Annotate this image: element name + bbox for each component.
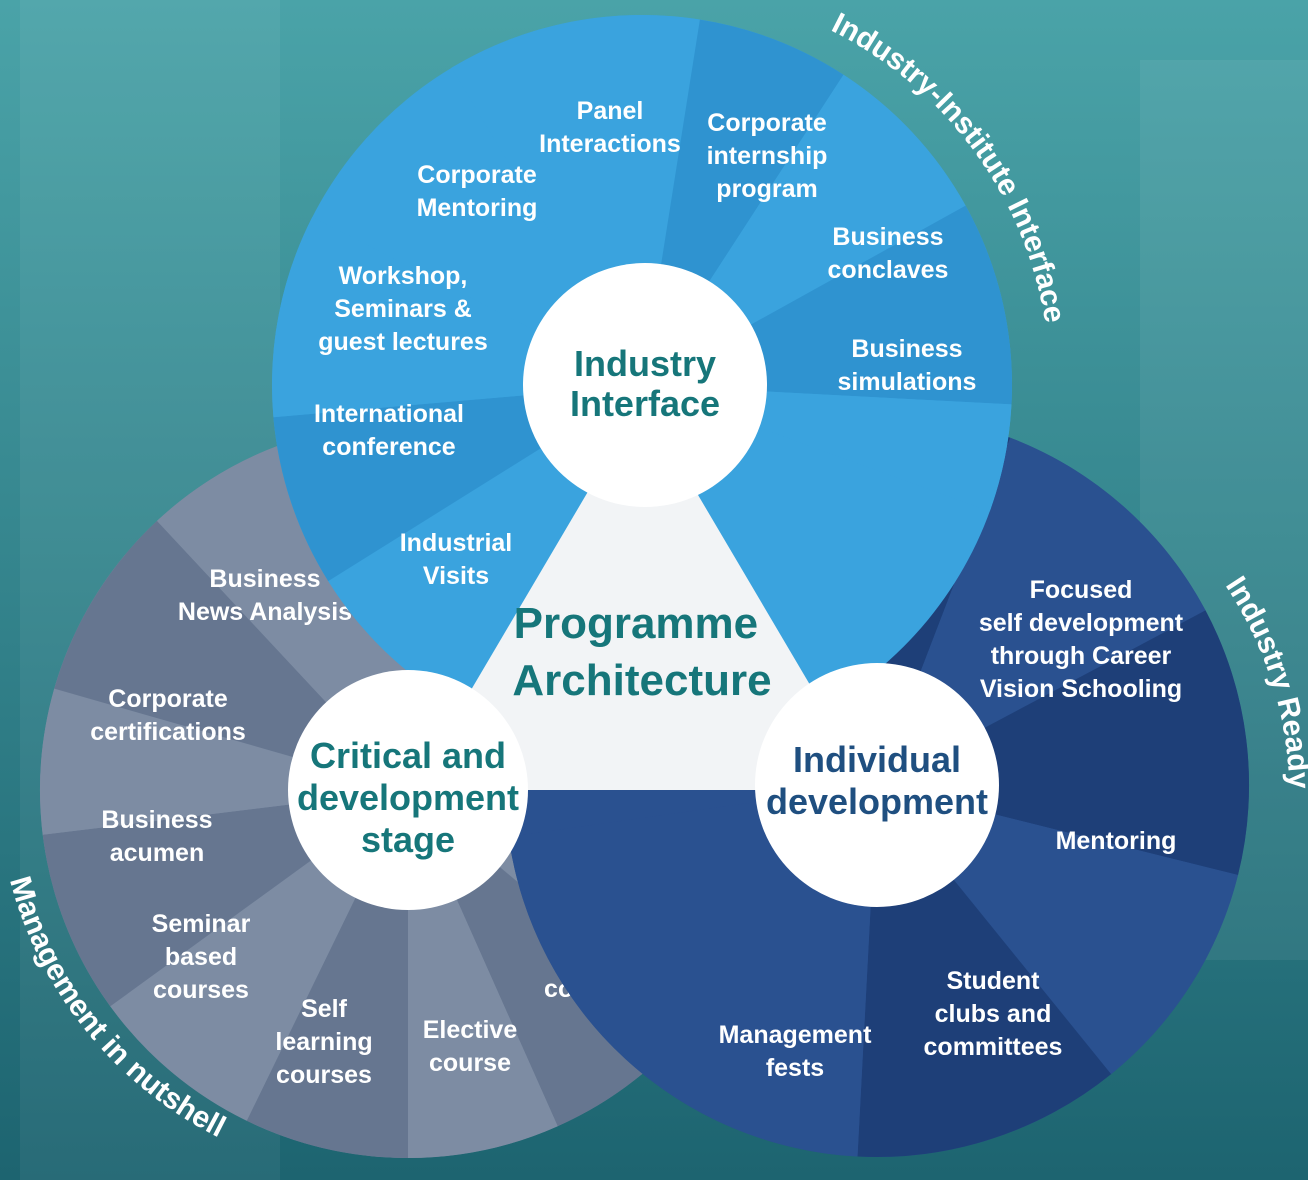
critical-development-segment-label-line: Self xyxy=(301,995,348,1023)
programme-architecture-title: Programme Architecture xyxy=(512,599,771,705)
industry-interface-segment-label-line: Seminars & xyxy=(334,295,472,323)
industry-interface-hub xyxy=(523,263,767,507)
individual-development-segment-label: Management fests xyxy=(719,1021,872,1082)
critical-development-segment-label-line: Business xyxy=(101,806,212,834)
critical-development-hub-label-line: development xyxy=(297,777,519,818)
individual-development-segment-label-line: self development xyxy=(979,609,1184,637)
industry-interface-segment-label-line: guest lectures xyxy=(318,328,488,356)
industry-interface-hub-label-line: Industry xyxy=(574,343,716,384)
individual-development-segment-label-line: through Career xyxy=(991,642,1172,670)
critical-development-segment-label: Elective course xyxy=(423,1016,518,1077)
industry-interface-segment-label-line: conclaves xyxy=(828,256,949,284)
individual-development-segment xyxy=(877,610,1250,875)
industry-interface-segment-label-line: conference xyxy=(322,433,455,461)
individual-development-segment-label-line: fests xyxy=(766,1054,824,1082)
critical-development-segment-label-line: Seminar xyxy=(152,910,251,938)
critical-development-segment-label: Business acumen xyxy=(101,806,212,867)
industry-interface-segment-label-line: International xyxy=(314,400,464,428)
industry-interface-segment-label: Business simulations xyxy=(838,335,977,396)
industry-interface-segment-label-line: Interactions xyxy=(539,130,681,158)
individual-development-segment-label: Mentoring xyxy=(1056,827,1177,855)
programme-title-line-2: Architecture xyxy=(512,656,771,705)
critical-development-segment-label-line: course xyxy=(429,1049,511,1077)
industry-interface-segment-label-line: Corporate xyxy=(417,161,537,189)
industry-interface-segment-label-line: Business xyxy=(851,335,962,363)
industry-interface-segment-label-line: Mentoring xyxy=(417,194,538,222)
critical-development-segment-label-line: learning xyxy=(275,1028,372,1056)
individual-development-segment-label-line: Vision Schooling xyxy=(980,675,1182,703)
critical-development-segment-label-line: Elective xyxy=(423,1016,518,1044)
industry-interface-segment-label-line: Corporate xyxy=(707,109,827,137)
critical-development-hub xyxy=(288,670,528,910)
critical-development-segment-label: Corporate certifications xyxy=(90,685,246,746)
programme-title-line-1: Programme xyxy=(514,599,759,648)
programme-architecture-triangle xyxy=(412,400,872,790)
critical-development-segment-label-line: based xyxy=(165,943,237,971)
industry-interface-hub-label-line: Interface xyxy=(570,383,720,424)
individual-development-hub-label-line: development xyxy=(766,781,988,822)
individual-development-segment-label-line: clubs and xyxy=(935,1000,1052,1028)
critical-development-segment-label-line: Corporate xyxy=(108,685,228,713)
individual-development-segment-label-line: Management xyxy=(719,1021,872,1049)
critical-development-segment-label-line: News Analysis xyxy=(178,598,352,626)
industry-interface-segment-label-line: Industrial xyxy=(400,529,513,557)
industry-interface-segment-label-line: Business xyxy=(832,223,943,251)
industry-interface-segment-label: Workshop, Seminars & guest lectures xyxy=(318,262,488,356)
critical-development-segment-label: Seminar based courses xyxy=(152,910,251,1004)
critical-development-segment-label: Self learning courses xyxy=(275,995,372,1089)
industry-interface-segment-label-line: simulations xyxy=(838,368,977,396)
critical-development-segment-label-line: courses xyxy=(276,1061,372,1089)
individual-development-hub-label-line: Individual xyxy=(793,739,961,780)
individual-development-segment-label-line: Focused xyxy=(1030,576,1133,604)
critical-development-hub-label-line: stage xyxy=(361,819,455,860)
industry-interface-segment-label-line: program xyxy=(716,175,817,203)
critical-development-segment-label-line: certifications xyxy=(90,718,246,746)
individual-development-hub xyxy=(755,663,999,907)
individual-development-segment-label-line: Mentoring xyxy=(1056,827,1177,855)
industry-interface-segment-label-line: Visits xyxy=(423,562,489,590)
industry-interface-segment-label: Business conclaves xyxy=(828,223,949,284)
individual-development-segment-label-line: committees xyxy=(924,1033,1063,1061)
critical-development-segment-label-line: Business xyxy=(209,565,320,593)
individual-development-segment-label-line: Student xyxy=(946,967,1040,995)
industry-interface-segment-label: International conference xyxy=(314,400,464,461)
individual-development-segment-label: Student clubs and committees xyxy=(924,967,1063,1061)
industry-interface-segment-label-line: Panel xyxy=(577,97,644,125)
industry-interface-segment-label-line: Workshop, xyxy=(339,262,468,290)
critical-development-segment-label-line: acumen xyxy=(110,839,204,867)
critical-development-segment-label-line: courses xyxy=(153,976,249,1004)
industry-interface-segment-label: Corporate internship program xyxy=(707,109,828,203)
individual-development-segment xyxy=(508,785,877,1157)
industry-interface-segment-label-line: internship xyxy=(707,142,828,170)
critical-development-hub-label-line: Critical and xyxy=(310,735,506,776)
